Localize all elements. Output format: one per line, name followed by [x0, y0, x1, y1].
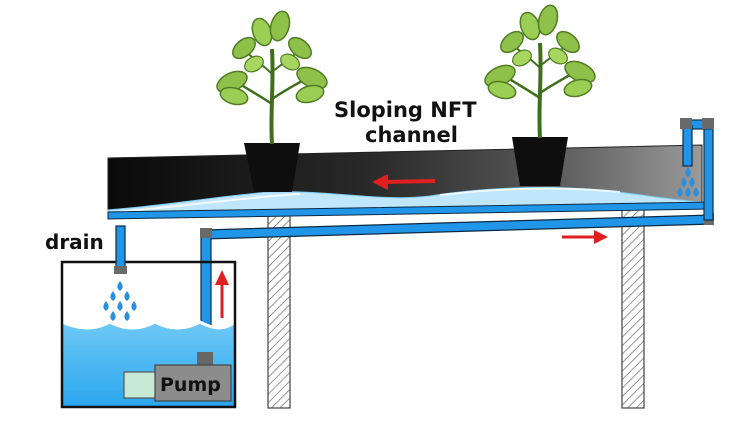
pump-body: [154, 364, 232, 402]
channel-label-line2: channel: [365, 123, 458, 147]
drain-label: drain: [45, 230, 104, 254]
arrow-icon: [372, 174, 436, 190]
plant-icon: [211, 7, 333, 146]
pump-outlet: [197, 352, 213, 366]
support-leg-left: [267, 215, 291, 409]
plant-icon: [479, 1, 601, 140]
water-drop-icon: [103, 281, 137, 321]
pump-side-box: [123, 371, 159, 399]
pot-left: [244, 143, 300, 192]
riser-pipe: [703, 123, 714, 221]
support-leg-right: [621, 204, 645, 409]
arrow-icon: [562, 230, 608, 244]
arrow-icon: [215, 270, 229, 318]
reservoir-tank: [60, 260, 237, 409]
pump-label: Pump: [160, 374, 221, 396]
channel-label-line1: Sloping NFT: [334, 98, 477, 122]
pot-right: [512, 137, 568, 186]
drain-pipe: [115, 225, 126, 273]
